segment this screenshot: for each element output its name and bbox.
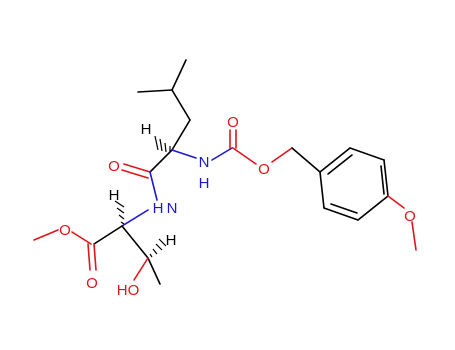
bond-layer — [33, 59, 417, 285]
bond-amide-n-alpha — [121, 209, 149, 227]
bond-ch2-alpha — [171, 119, 191, 151]
atom-oxygen-ester: O — [59, 222, 71, 239]
bond-beta-methyl — [147, 257, 161, 285]
bond-ester-o-ch3 — [33, 229, 59, 241]
hashed-wedge-alpha — [114, 200, 125, 225]
atom-labels: O O N H O N H H H H O O HO O — [59, 114, 416, 299]
bond-amide-cn — [149, 171, 158, 201]
bond-alpha-ester-c — [93, 225, 123, 245]
atom-hydrogen-stereo-alpha: H — [109, 187, 120, 204]
bond-isobutyl-methyl-a — [137, 89, 173, 93]
bond-alpha-beta — [121, 225, 149, 259]
bond-carbamate-c-o — [232, 147, 257, 165]
bond-ring-inner-2 — [380, 165, 385, 195]
bond-isobutyl-methyl-b — [171, 59, 187, 91]
atom-oxygen-ester-carbonyl: O — [86, 275, 98, 292]
bond-amide-co-1 — [123, 163, 151, 173]
bond-ring-1 — [319, 147, 351, 173]
atom-hydrogen-stereo-leucine: H — [141, 121, 152, 138]
atom-hydroxyl: HO — [117, 282, 140, 299]
atom-nitrogen-amide: N — [167, 200, 178, 217]
bond-ring-inner-1 — [327, 154, 353, 175]
atom-hydrogen-amide: H — [153, 200, 164, 217]
bond-ring-3 — [383, 159, 389, 197]
atom-oxygen-carbamate-carbonyl: O — [227, 114, 239, 131]
bond-methoxy-o-ch3 — [411, 221, 417, 251]
bond-ring-4 — [357, 195, 389, 221]
bond-isobutyl-ch2 — [171, 89, 191, 121]
stereo-wedges — [114, 135, 171, 258]
bond-alpha-carbamate-n — [171, 149, 197, 159]
bond-amide-co-2 — [121, 169, 149, 179]
bond-ch2-ring — [291, 147, 321, 173]
bond-carbamate-n-c — [211, 147, 233, 161]
bond-ester-c-o — [71, 231, 92, 245]
hashed-wedge-beta — [149, 238, 167, 258]
atom-hydrogen-stereo-beta: H — [166, 232, 177, 249]
bond-ring-2 — [349, 147, 385, 161]
atom-oxygen-carbamate-ester: O — [258, 161, 270, 178]
atom-hydrogen-carbamate: H — [199, 175, 210, 192]
bond-ring-5 — [323, 207, 359, 221]
hashed-wedge-leucine — [154, 135, 171, 153]
bond-ring-6 — [319, 171, 325, 209]
bond-ester-o-ch2 — [271, 147, 293, 163]
bond-ring-methoxy-o — [387, 195, 405, 209]
bond-ester-co-1 — [93, 243, 97, 271]
atom-nitrogen-carbamate: N — [199, 154, 210, 171]
bond-alpha-amide-c — [149, 149, 173, 173]
atom-oxygen-amide: O — [108, 158, 120, 175]
atom-oxygen-methoxy: O — [404, 208, 416, 225]
bond-ester-co-2 — [87, 243, 91, 271]
bond-ring-inner-3 — [330, 203, 358, 214]
bond-beta-oh — [133, 257, 149, 281]
